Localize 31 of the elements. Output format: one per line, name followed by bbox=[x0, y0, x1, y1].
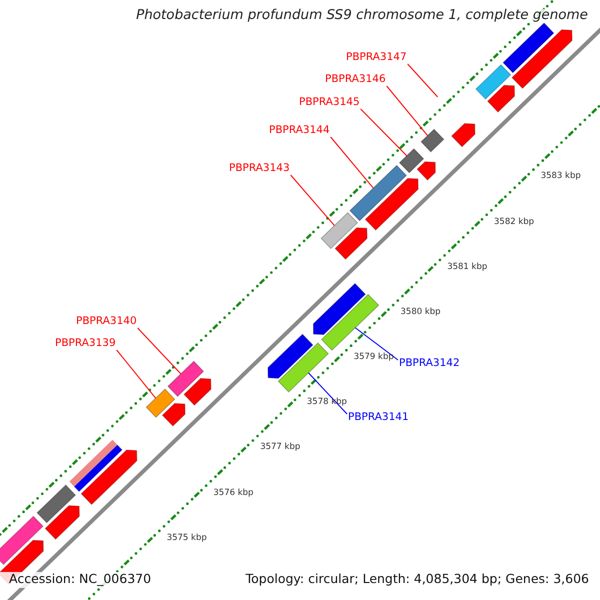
leader-line bbox=[407, 64, 438, 98]
leader-line bbox=[354, 327, 398, 360]
scale-label: 3580 kbp bbox=[400, 308, 441, 316]
gene-label: PBPRA3141 bbox=[348, 412, 409, 422]
gene-label: PBPRA3145 bbox=[299, 97, 360, 108]
leader-line bbox=[290, 174, 335, 226]
gene-bar bbox=[420, 128, 444, 152]
scale-label: 3583 kbp bbox=[540, 172, 581, 181]
gene-bar bbox=[278, 342, 329, 393]
leader-line bbox=[386, 86, 428, 136]
gene-label: PBPRA3144 bbox=[269, 125, 330, 136]
gene-label: PBPRA3146 bbox=[325, 74, 386, 84]
gene-label: PBPRA3147 bbox=[346, 52, 407, 62]
title: Photobacterium profundum SS9 chromosome 1, complete genome bbox=[136, 9, 588, 22]
gene-label: PBPRA3139 bbox=[55, 338, 116, 348]
scale-label: 3581 kbp bbox=[447, 262, 488, 272]
gene-label: PBPRA3143 bbox=[229, 163, 290, 174]
gene-bar bbox=[146, 388, 176, 418]
scale-label: 3576 kbp bbox=[213, 488, 254, 497]
scale-label: 3579 kbp bbox=[354, 353, 394, 362]
gene-bar bbox=[320, 212, 358, 250]
scale-label: 3582 kbp bbox=[494, 218, 534, 226]
gene-label: PBPRA3140 bbox=[76, 316, 137, 326]
scale-label: 3575 kbp bbox=[166, 534, 207, 542]
gene-bar bbox=[320, 294, 380, 351]
leader-line bbox=[137, 328, 182, 374]
gene-label: PBPRA3142 bbox=[399, 358, 460, 368]
gene-bar bbox=[398, 148, 424, 174]
gene-bar bbox=[349, 164, 407, 222]
scale-label: 3577 kbp bbox=[260, 443, 300, 452]
gene-bar bbox=[167, 360, 204, 397]
